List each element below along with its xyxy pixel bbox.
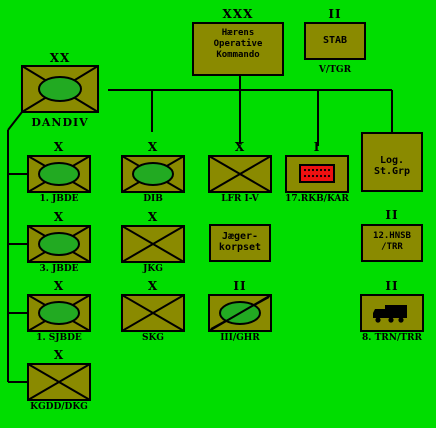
kgdd-caption: KGDD/DKG bbox=[30, 402, 88, 412]
log-box[interactable] bbox=[361, 132, 423, 192]
stab-box[interactable] bbox=[304, 22, 366, 60]
hnsb-box[interactable] bbox=[361, 224, 423, 262]
1sjbde-echelon: X bbox=[53, 279, 65, 293]
stab-label: STAB bbox=[322, 35, 348, 46]
hnsb-label-line-2: /TRR bbox=[381, 242, 403, 252]
hq-label-line-2: Operative bbox=[213, 39, 263, 49]
jaeger-label: Jæger- korpset bbox=[209, 231, 271, 253]
log-label-line-1: Log. bbox=[379, 155, 405, 166]
hnsb-echelon: II bbox=[385, 208, 399, 222]
ghr-caption: III/GHR bbox=[220, 333, 260, 343]
kgdd-echelon: X bbox=[53, 348, 65, 362]
connector-lines bbox=[7, 76, 393, 383]
dib-echelon: X bbox=[147, 140, 159, 154]
jkg-echelon: X bbox=[147, 210, 159, 224]
hq-label-line-3: Kommando bbox=[216, 50, 260, 60]
skg-caption: SKG bbox=[141, 333, 164, 343]
jaeger-label-line-2: korpset bbox=[218, 242, 262, 253]
trn-caption: 8. TRN/TRR bbox=[362, 333, 422, 343]
3jbde-echelon: X bbox=[53, 210, 65, 224]
unit-ghr-symbol[interactable] bbox=[208, 294, 272, 332]
hq-box[interactable] bbox=[192, 22, 284, 76]
kkb-echelon: I bbox=[313, 140, 321, 154]
lfr-caption: LFR I-V bbox=[221, 194, 259, 204]
unit-skg-symbol[interactable] bbox=[121, 294, 185, 332]
1sjbde-caption: 1. SJBDE bbox=[36, 333, 82, 343]
hq-echelon: XXX bbox=[222, 7, 254, 21]
3jbde-caption: 3. JBDE bbox=[39, 264, 79, 274]
unit-trn-symbol[interactable] bbox=[360, 294, 424, 332]
unit-kkb-symbol[interactable] bbox=[285, 155, 349, 193]
1jbde-echelon: X bbox=[53, 140, 65, 154]
jkg-caption: JKG bbox=[143, 264, 163, 274]
skg-echelon: X bbox=[147, 279, 159, 293]
dandiv-caption: DANDIV bbox=[31, 116, 89, 129]
trn-echelon: II bbox=[385, 279, 399, 293]
unit-lfr-symbol[interactable] bbox=[208, 155, 272, 193]
hnsb-label: 12.HNSB /TRR bbox=[361, 231, 423, 253]
dandiv-echelon: XX bbox=[49, 51, 71, 65]
jaeger-label-line-1: Jæger- bbox=[221, 231, 259, 242]
kkb-caption: 17.RKB/KAR bbox=[285, 194, 349, 204]
dandiv-unit-symbol[interactable] bbox=[21, 65, 99, 113]
1jbde-caption: 1. JBDE bbox=[39, 194, 79, 204]
unit-3jbde-symbol[interactable] bbox=[27, 225, 91, 263]
unit-dib-symbol[interactable] bbox=[121, 155, 185, 193]
stab-echelon: II bbox=[328, 7, 342, 21]
lfr-echelon: X bbox=[234, 140, 246, 154]
stab-caption: V/TGR bbox=[318, 65, 352, 75]
rocket-tubes-icon bbox=[303, 168, 331, 178]
hq-label: Hærens Operative Kommando bbox=[192, 28, 284, 61]
hnsb-label-line-1: 12.HNSB bbox=[373, 231, 411, 241]
unit-kgdd-symbol[interactable] bbox=[27, 363, 91, 401]
unit-jkg-symbol[interactable] bbox=[121, 225, 185, 263]
log-label-line-2: St.Grp bbox=[373, 166, 411, 177]
hq-label-line-1: Hærens bbox=[221, 28, 255, 38]
unit-1sjbde-symbol[interactable] bbox=[27, 294, 91, 332]
dib-caption: DIB bbox=[143, 194, 163, 204]
division-trunk-slant bbox=[7, 111, 23, 131]
rocket-pod-icon bbox=[299, 164, 335, 183]
jaeger-box[interactable] bbox=[209, 224, 271, 262]
log-label: Log. St.Grp bbox=[361, 155, 423, 177]
armored-oval-icon bbox=[38, 76, 82, 102]
ghr-echelon: II bbox=[233, 279, 247, 293]
truck-icon bbox=[373, 305, 407, 323]
unit-1jbde-symbol[interactable] bbox=[27, 155, 91, 193]
